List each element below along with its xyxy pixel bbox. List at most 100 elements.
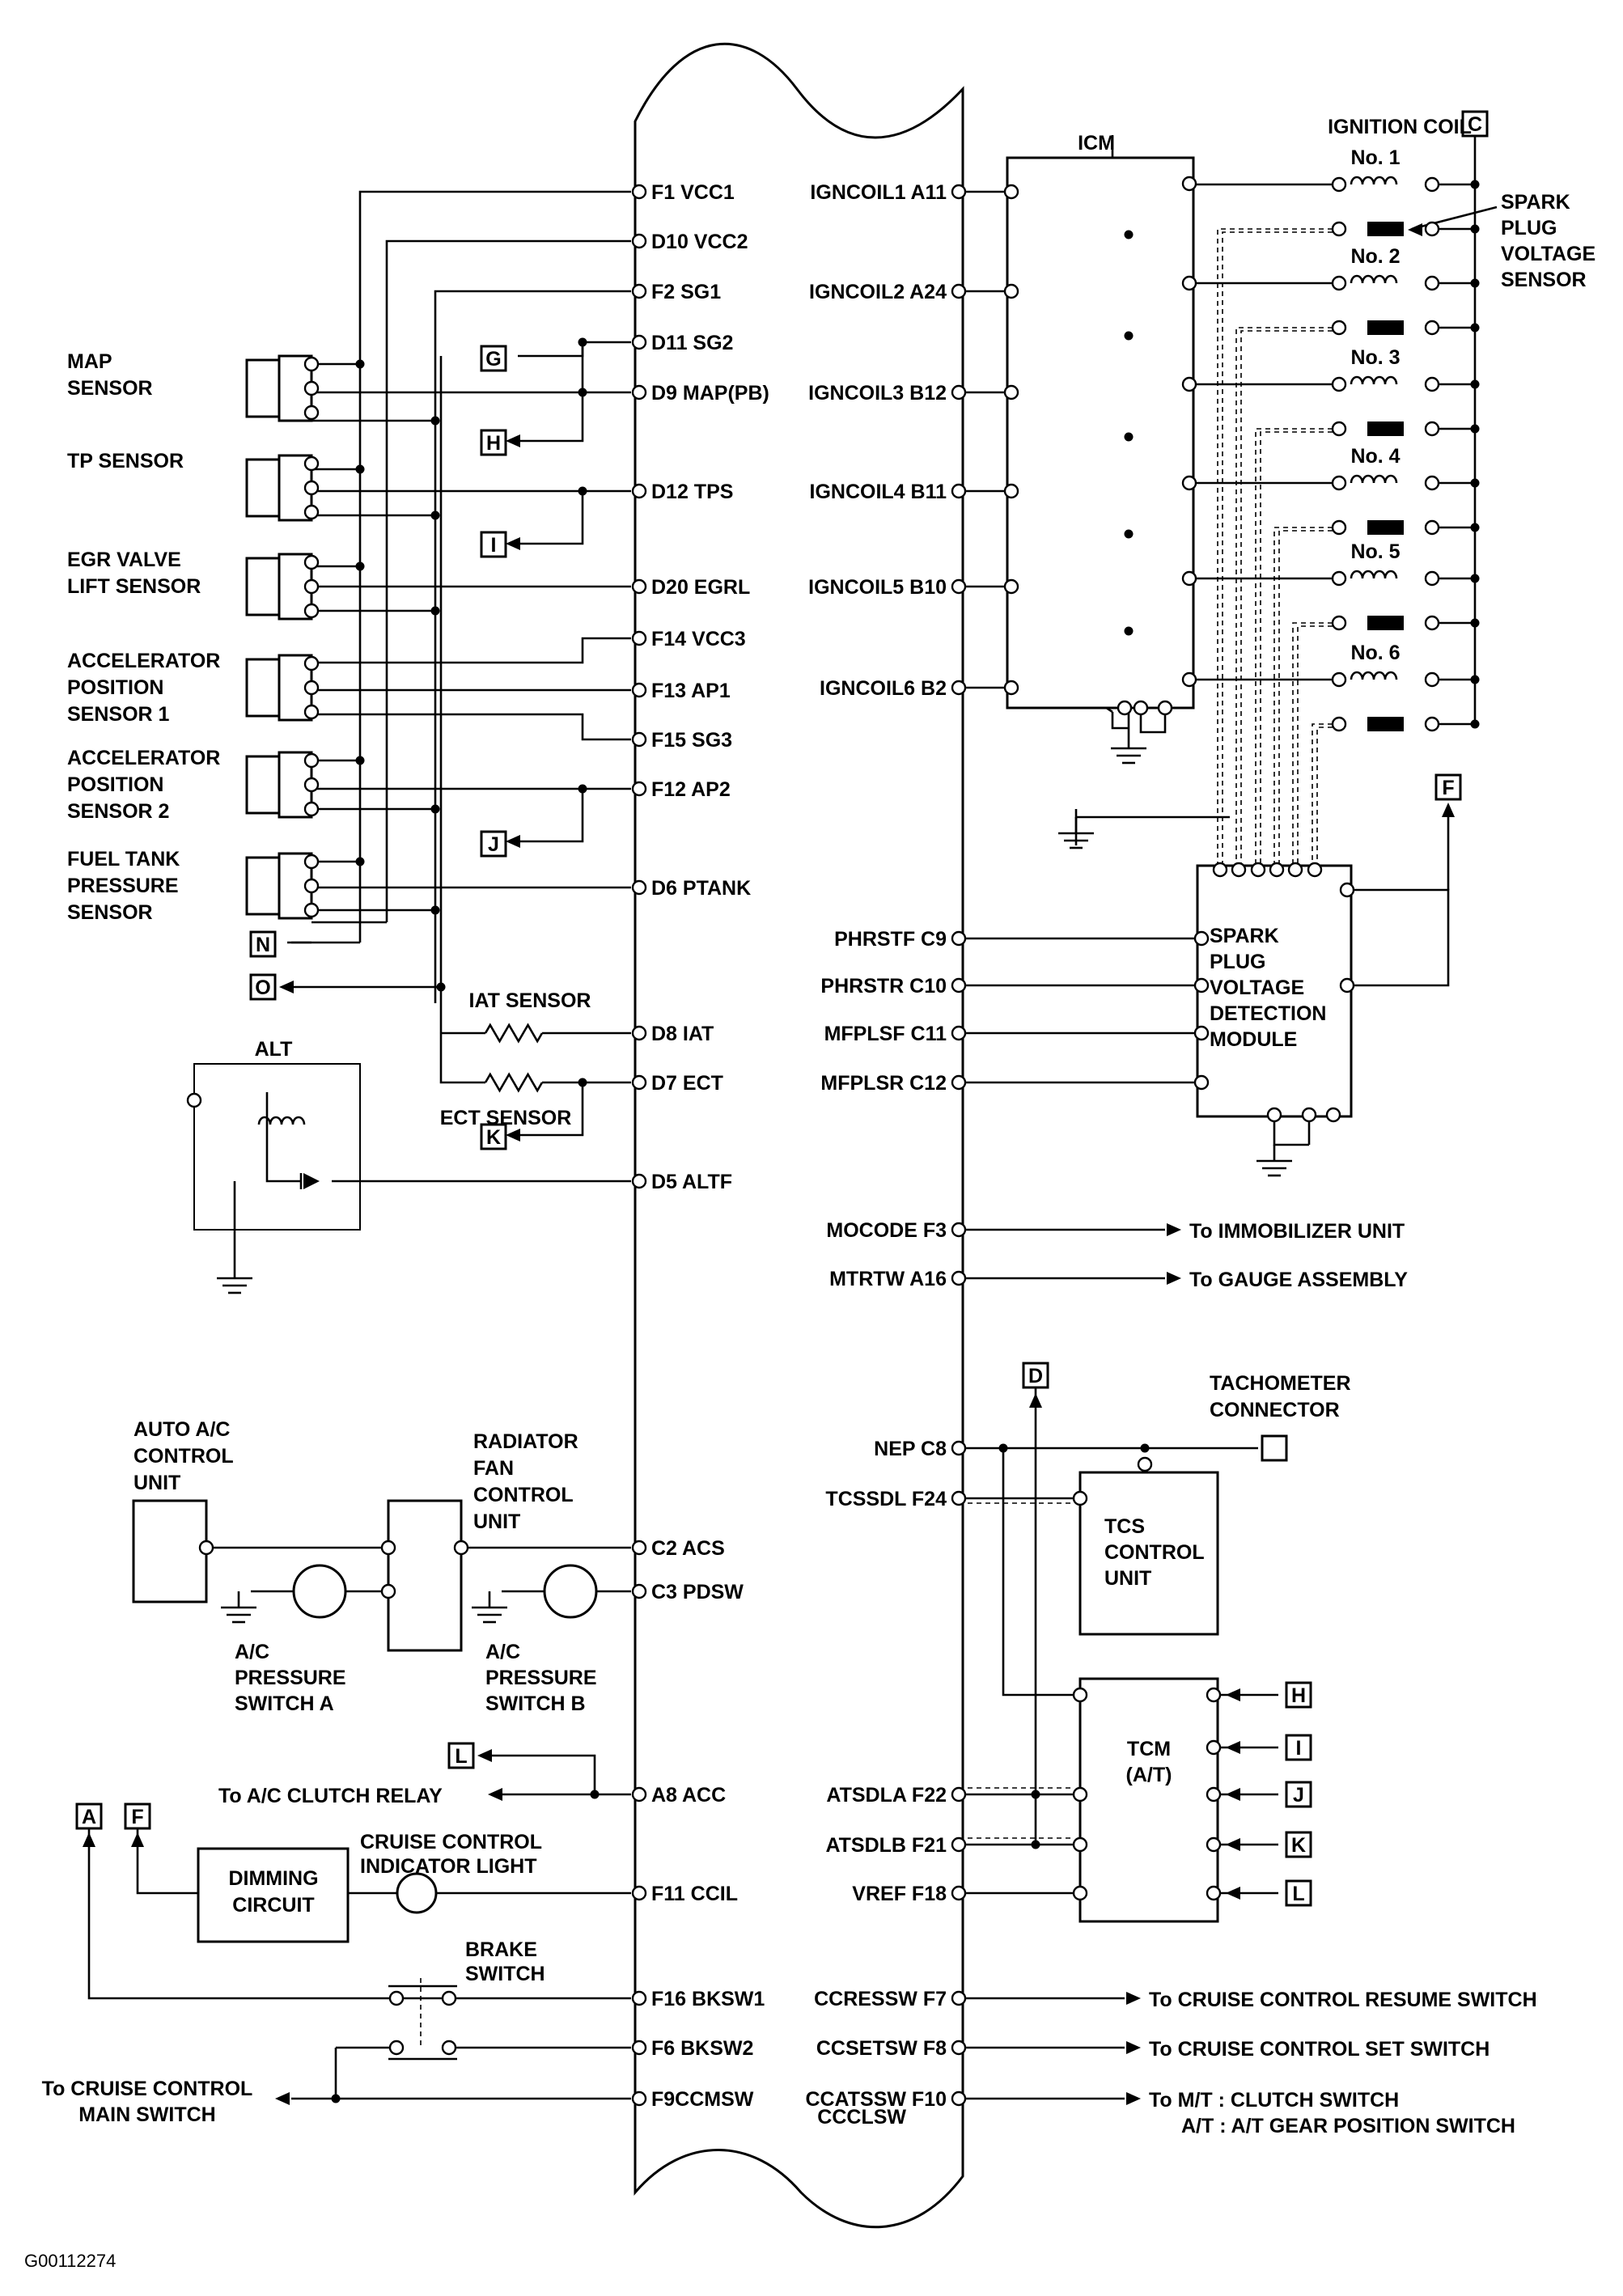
terminal	[1181, 275, 1197, 291]
tcs-control-unit	[1078, 1471, 1219, 1636]
terminal	[1331, 716, 1347, 732]
terminal	[631, 1173, 647, 1189]
ecm-pin-right: ATSDLB F21	[825, 1834, 947, 1857]
terminal	[631, 1885, 647, 1901]
terminal	[631, 2091, 647, 2107]
terminal	[303, 801, 320, 817]
terminal	[631, 731, 647, 748]
radiator-label: CONTROL	[473, 1484, 574, 1506]
arrow-head	[1126, 1992, 1141, 2005]
ecm-pin-left: F12 AP2	[651, 778, 731, 801]
terminal	[303, 554, 320, 570]
ac-pressure-a-label: A/C	[235, 1641, 269, 1663]
detection-module-label: PLUG	[1210, 951, 1265, 973]
auto-ac-label: CONTROL	[133, 1445, 234, 1468]
coil-winding	[1350, 474, 1398, 484]
fuel-sensor-label: FUEL TANK	[67, 848, 180, 871]
connector-label: L	[1292, 1883, 1304, 1905]
connector-f	[124, 1802, 151, 1830]
egr-sensor-label: EGR VALVE	[67, 549, 181, 571]
terminal	[1339, 977, 1355, 993]
terminal	[1325, 1107, 1341, 1123]
auto-ac-control-unit	[132, 1499, 208, 1603]
terminal	[1193, 1074, 1210, 1091]
cruise-indicator-bulb	[396, 1872, 438, 1914]
pointer-line	[1411, 205, 1498, 231]
terminal	[1003, 578, 1019, 595]
tcs-label: CONTROL	[1104, 1541, 1205, 1564]
terminal	[303, 405, 320, 421]
terminal	[303, 655, 320, 671]
ecm-pin-right: CCRESSW F7	[814, 1988, 947, 2010]
connector-c	[1461, 110, 1489, 138]
sensor-shield	[1255, 428, 1333, 870]
terminal	[631, 1786, 647, 1802]
spark-sensor-label: SPARK	[1501, 191, 1570, 214]
tcm-label: TCM	[1127, 1738, 1171, 1760]
dimming-label: CIRCUIT	[232, 1894, 314, 1917]
ecm-pin-right: PHRSTR C10	[820, 975, 947, 998]
ecm-pin-left: D6 PTANK	[651, 877, 751, 900]
terminal	[303, 455, 320, 472]
detection-module-label: MODULE	[1210, 1028, 1297, 1051]
terminal	[951, 483, 967, 499]
spark-plug-voltage-detection-module	[1196, 864, 1353, 1118]
radiator-label: FAN	[473, 1457, 514, 1480]
terminal	[198, 1540, 214, 1556]
icm-box	[1006, 156, 1195, 710]
terminal	[1424, 421, 1440, 437]
terminal	[1206, 1885, 1222, 1901]
terminal	[1072, 1687, 1088, 1703]
spark-sensor-label: VOLTAGE	[1501, 243, 1595, 265]
junction-dot	[1470, 618, 1480, 628]
icm-label: ICM	[1078, 132, 1115, 155]
radiator-label: UNIT	[473, 1510, 520, 1533]
arrow-head	[506, 434, 520, 447]
terminal	[1231, 862, 1247, 878]
terminal	[1424, 519, 1440, 536]
terminal	[1193, 977, 1210, 993]
fuel-sensor-box	[245, 856, 281, 916]
arrow-head	[488, 1788, 502, 1801]
sensor-shield	[1278, 530, 1333, 870]
tcm-nep	[1002, 1448, 1080, 1697]
radiator-fan-control-unit	[387, 1499, 463, 1652]
arrow-head	[1226, 1838, 1240, 1851]
ac-pressure-switch-b	[543, 1564, 598, 1619]
terminal	[441, 2040, 457, 2056]
coil-winding	[1350, 375, 1398, 385]
connector-f	[1434, 773, 1462, 801]
terminal	[951, 1440, 967, 1456]
figure-code: G00112274	[24, 2251, 116, 2271]
connector-label: J	[1293, 1784, 1304, 1807]
terminal	[303, 504, 320, 520]
junction-dot	[436, 982, 446, 992]
tcm-label: (A/T)	[1126, 1764, 1172, 1786]
ecm-pin-right: MFPLSF C11	[824, 1023, 947, 1045]
terminal	[1157, 700, 1173, 716]
terminal	[631, 578, 647, 595]
terminal	[1331, 221, 1347, 237]
ecm-pin-left: D20 EGRL	[651, 576, 750, 599]
arrow-head	[83, 1832, 95, 1847]
ecm-pin-left: F14 VCC3	[651, 628, 746, 650]
connector-k	[1285, 1831, 1312, 1858]
junction-dot	[430, 606, 440, 616]
connector-label: L	[455, 1745, 467, 1768]
sg1-rail	[434, 290, 631, 1003]
ecm-body	[634, 42, 964, 2229]
coil-number: No. 3	[1350, 346, 1400, 369]
terminal	[303, 878, 320, 894]
connector-label: H	[1291, 1684, 1306, 1707]
vcc3-wire	[311, 637, 631, 664]
voltage-sensor-core	[1367, 717, 1404, 731]
arrow-head	[1126, 2041, 1141, 2054]
tcs-label: UNIT	[1104, 1567, 1151, 1590]
terminal	[1287, 862, 1303, 878]
detection-module-label: DETECTION	[1210, 1002, 1326, 1025]
terminal	[951, 680, 967, 696]
junction-dot	[430, 905, 440, 915]
coil-winding	[257, 1116, 306, 1125]
terminal	[1331, 615, 1347, 631]
